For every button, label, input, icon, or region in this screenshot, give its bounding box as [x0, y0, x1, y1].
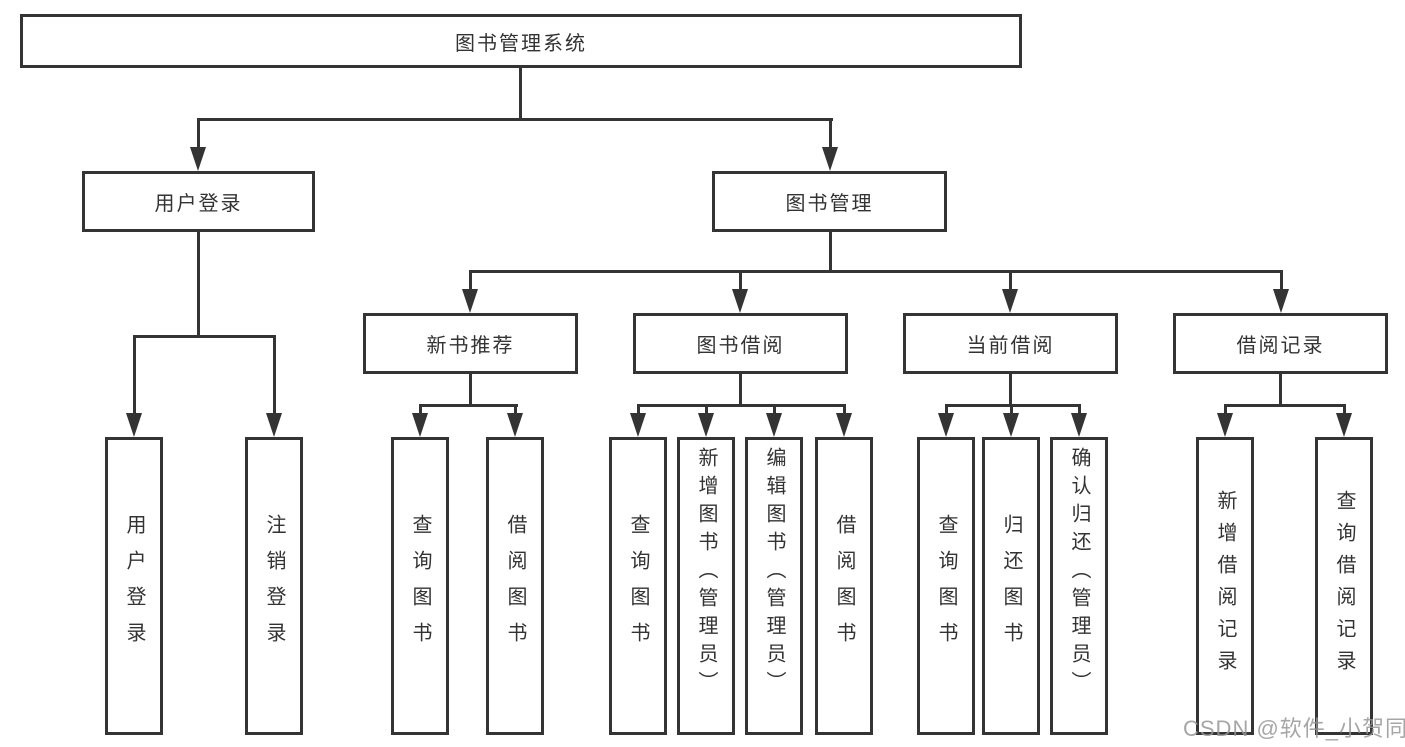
node-book-management: 图书管理 [712, 171, 947, 232]
leaf-label: 查询图书 [627, 514, 649, 658]
connector-line [773, 404, 776, 418]
connector-line [419, 404, 518, 407]
leaf-query-books-current: 查询图书 [917, 437, 975, 735]
connector-line [945, 404, 948, 418]
arrowhead-down-icon [1273, 289, 1289, 313]
leaf-label: 用户登录 [123, 514, 145, 658]
connector-line [1224, 404, 1346, 407]
connector-line [133, 335, 136, 415]
arrowhead-down-icon [1336, 413, 1352, 437]
leaf-borrow-books-recommend: 借阅图书 [486, 437, 544, 735]
node-current-borrowing: 当前借阅 [903, 313, 1118, 374]
connector-line [739, 374, 742, 407]
leaf-add-borrow-record: 新增借阅记录 [1196, 437, 1254, 735]
connector-line [197, 118, 200, 153]
leaf-edit-book-admin: 编辑图书（管理员） [745, 437, 803, 735]
connector-line [1279, 374, 1282, 407]
connector-line [1343, 404, 1346, 418]
arrowhead-down-icon [1071, 413, 1087, 437]
leaf-label: 注销登录 [263, 514, 285, 658]
leaf-query-books-borrowing: 查询图书 [609, 437, 667, 735]
leaf-query-books-recommend: 查询图书 [391, 437, 449, 735]
node-label: 借阅记录 [1236, 335, 1325, 357]
arrowhead-down-icon [126, 413, 142, 437]
node-new-book-recommend: 新书推荐 [363, 313, 578, 374]
leaf-user-login: 用户登录 [105, 437, 163, 735]
leaf-logout: 注销登录 [245, 437, 303, 735]
leaf-label: 新增借阅记录 [1214, 490, 1236, 682]
arrowhead-down-icon [1003, 413, 1019, 437]
connector-line [197, 118, 833, 121]
node-label: 图书管理 [785, 193, 874, 215]
connector-line [1009, 374, 1012, 407]
connector-line [829, 232, 832, 273]
connector-line [419, 404, 422, 418]
node-book-borrowing: 图书借阅 [633, 313, 848, 374]
csdn-watermark: CSDN @软件_小贺同学 [1183, 716, 1405, 741]
arrowhead-down-icon [836, 413, 852, 437]
connector-line [469, 270, 1283, 273]
arrowhead-down-icon [1002, 289, 1018, 313]
connector-line [1010, 404, 1013, 418]
leaf-query-borrow-record: 查询借阅记录 [1315, 437, 1373, 735]
leaf-label: 查询图书 [935, 514, 957, 658]
connector-line [133, 335, 276, 338]
connector-line [945, 404, 1081, 407]
node-library-management-system: 图书管理系统 [20, 14, 1022, 68]
connector-line [829, 118, 832, 153]
connector-line [514, 404, 517, 418]
leaf-label: 借阅图书 [504, 514, 526, 658]
leaf-label: 查询图书 [409, 514, 431, 658]
node-borrowing-records: 借阅记录 [1173, 313, 1388, 374]
leaf-label: 新增图书（管理员） [695, 447, 717, 699]
connector-line [1078, 404, 1081, 418]
leaf-label: 编辑图书（管理员） [763, 447, 785, 699]
node-label: 图书借阅 [696, 335, 785, 357]
node-label: 当前借阅 [966, 335, 1055, 357]
node-label: 新书推荐 [426, 335, 515, 357]
arrowhead-down-icon [266, 413, 282, 437]
leaf-confirm-return-admin: 确认归还（管理员） [1050, 437, 1108, 735]
arrowhead-down-icon [462, 289, 478, 313]
leaf-label: 确认归还（管理员） [1068, 447, 1090, 699]
leaf-label: 归还图书 [1000, 514, 1022, 658]
connector-line [1280, 270, 1283, 292]
node-label: 用户登录 [154, 193, 243, 215]
connector-line [739, 270, 742, 292]
node-label: 图书管理系统 [455, 32, 587, 55]
connector-line [705, 404, 708, 418]
connector-line [519, 68, 522, 121]
connector-line [469, 374, 472, 407]
arrowhead-down-icon [412, 413, 428, 437]
connector-line [197, 232, 200, 338]
connector-line [637, 404, 846, 407]
connector-line [273, 335, 276, 415]
arrowhead-down-icon [766, 413, 782, 437]
arrowhead-down-icon [822, 147, 838, 171]
connector-line [1224, 404, 1227, 418]
connector-line [637, 404, 640, 418]
connector-line [1009, 270, 1012, 292]
connector-line [843, 404, 846, 418]
arrowhead-down-icon [507, 413, 523, 437]
connector-line [469, 270, 472, 292]
arrowhead-down-icon [698, 413, 714, 437]
arrowhead-down-icon [1217, 413, 1233, 437]
leaf-return-books: 归还图书 [982, 437, 1040, 735]
leaf-borrow-books: 借阅图书 [815, 437, 873, 735]
arrowhead-down-icon [938, 413, 954, 437]
leaf-label: 查询借阅记录 [1333, 490, 1355, 682]
arrowhead-down-icon [630, 413, 646, 437]
leaf-label: 借阅图书 [833, 514, 855, 658]
leaf-add-book-admin: 新增图书（管理员） [677, 437, 735, 735]
arrowhead-down-icon [732, 289, 748, 313]
arrowhead-down-icon [190, 147, 206, 171]
node-user-login: 用户登录 [82, 171, 315, 232]
